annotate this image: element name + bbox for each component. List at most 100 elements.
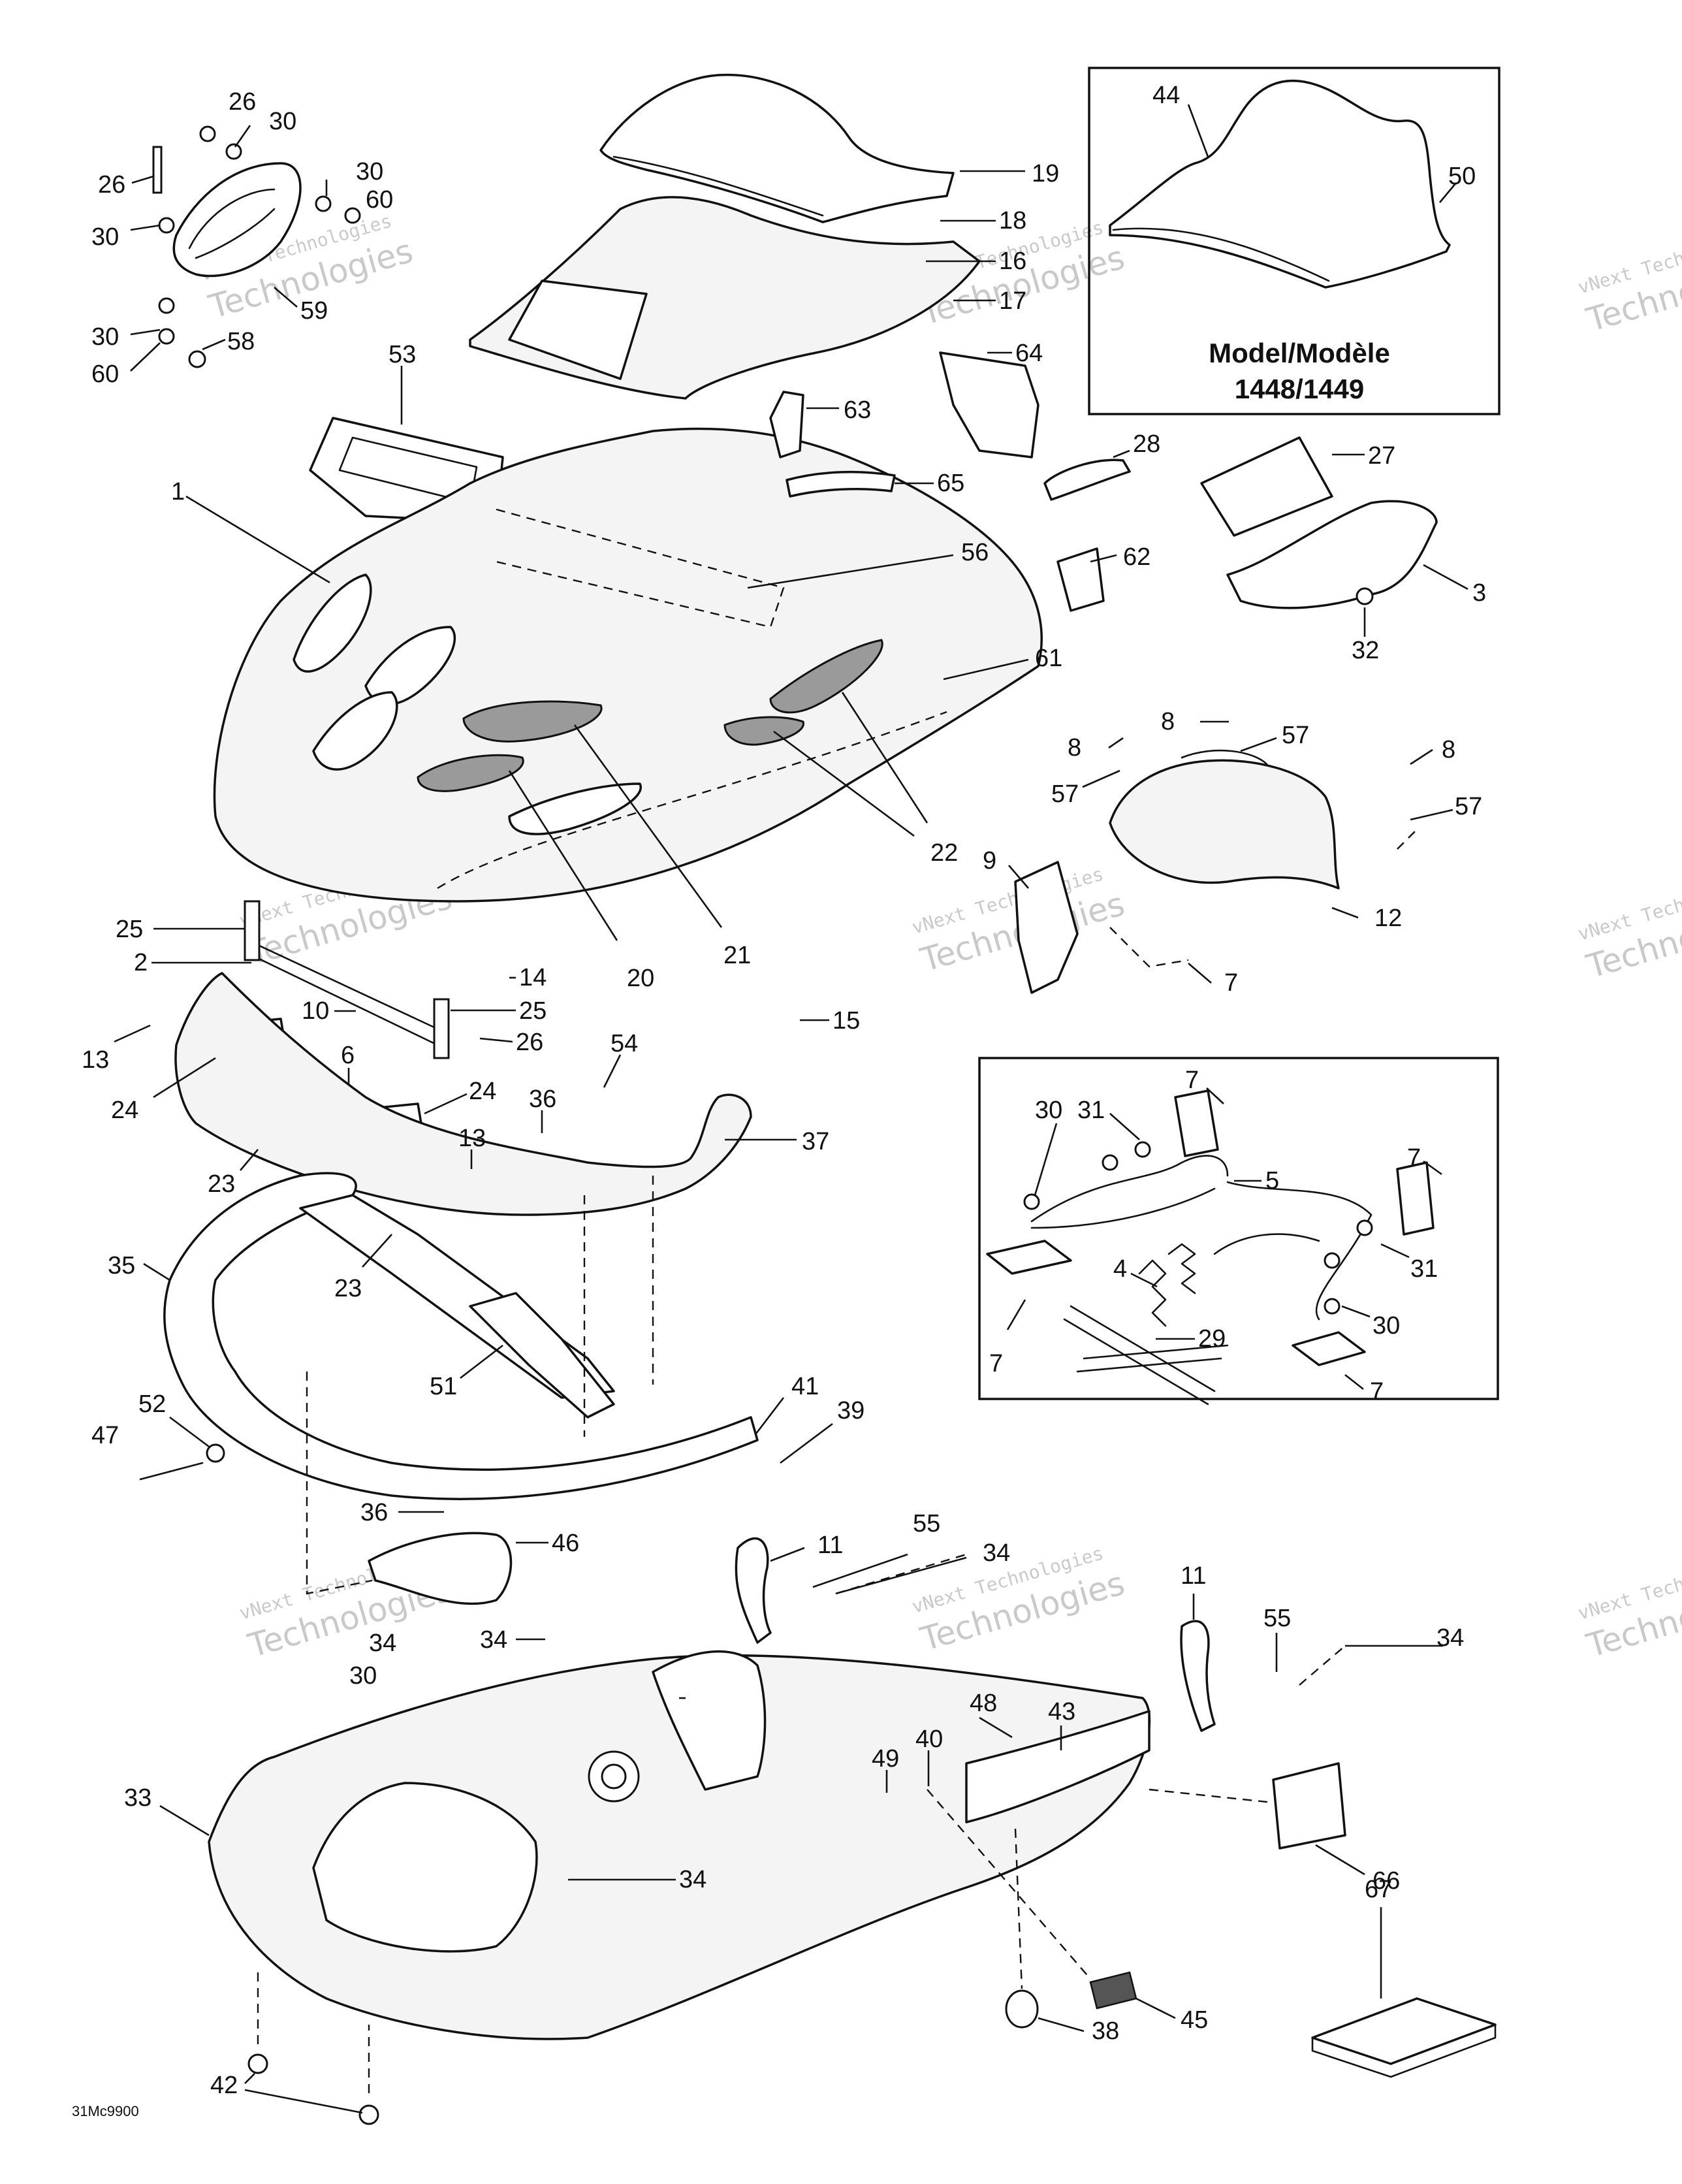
callout-64: 64 [987, 340, 1043, 367]
callout-label: 2 [134, 949, 148, 976]
hood-inner-line [437, 711, 947, 890]
console-detail [338, 436, 478, 504]
callout-label: 30 [356, 158, 383, 185]
callout-25b: 25 [451, 997, 547, 1025]
callout-label: 41 [791, 1373, 819, 1400]
vent-grille-20 [417, 754, 524, 792]
callout-label: 40 [915, 1726, 943, 1753]
callout-67: 67 [1365, 1876, 1392, 1999]
callout-label: 23 [208, 1170, 235, 1198]
callout-label: 10 [302, 997, 329, 1025]
callout-label: 1 [171, 478, 185, 506]
callout-7b: 7 [1185, 1067, 1224, 1104]
bumper-rail-39 [965, 1710, 1150, 1823]
callout-55a: 55 [812, 1510, 940, 1588]
callout-55b: 55 [1263, 1605, 1291, 1672]
callout-60a: 60 [366, 186, 393, 214]
watermarks: vNext Technologies Technologies vNext Te… [198, 210, 1682, 1665]
nut-42 [358, 2104, 379, 2125]
callout-label: 34 [369, 1630, 396, 1657]
callout-22: 22 [773, 692, 958, 867]
callout-39: 39 [780, 1397, 865, 1464]
callout-label: 43 [1048, 1698, 1075, 1726]
callout-label: 28 [1133, 430, 1160, 458]
assembly-line [927, 1789, 1091, 1980]
callout-40: 40 [915, 1726, 943, 1786]
trim-63 [769, 391, 804, 458]
callout-5: 5 [1234, 1167, 1279, 1195]
callout-13a: 13 [82, 1024, 151, 1074]
callout-label: 27 [1368, 442, 1395, 470]
decal-66 [1272, 1762, 1346, 1850]
callout-label: 31 [1410, 1255, 1438, 1283]
callout-48: 48 [970, 1690, 1013, 1739]
callout-8a: 8 [1068, 734, 1124, 762]
callout-66: 66 [1315, 1844, 1400, 1895]
callout-label: 16 [999, 248, 1026, 275]
washer [158, 217, 175, 234]
mirror-detail [188, 188, 276, 249]
callout-label: 53 [389, 341, 416, 368]
vent-grille-21 [462, 700, 603, 743]
callout-label: 57 [1455, 793, 1482, 820]
callout-16: 16 [926, 248, 1026, 275]
callout-label: 13 [82, 1046, 109, 1074]
manual-67 [1311, 1997, 1497, 2065]
callout-label: 34 [983, 1539, 1010, 1567]
callout-label: 66 [1373, 1867, 1400, 1895]
washer [225, 143, 242, 160]
frame-35 [163, 1172, 759, 1500]
cable [1213, 1233, 1320, 1255]
watermark: vNext Technologies Technologies [1576, 1549, 1682, 1665]
seat-cover-part [1109, 79, 1451, 289]
hood-vent [293, 573, 372, 673]
callout-32: 32 [1352, 607, 1379, 664]
callout-label: 51 [430, 1373, 457, 1400]
callout-label: 46 [552, 1530, 579, 1557]
callout-43: 43 [1048, 1698, 1075, 1750]
callout-label: 13 [458, 1125, 486, 1152]
callout-label: 21 [723, 942, 751, 969]
washer [1324, 1252, 1341, 1269]
washer [1324, 1298, 1341, 1315]
callout-25a: 25 [116, 916, 245, 943]
callout-2: 2 [134, 949, 251, 976]
callout-7c: 7 [1407, 1144, 1442, 1176]
callout-15: 15 [800, 1007, 860, 1035]
callout-label: 17 [999, 287, 1026, 315]
callout-18: 18 [940, 207, 1026, 234]
assembly-lines [257, 829, 1418, 2093]
callout-label: 5 [1265, 1167, 1279, 1195]
callout-56: 56 [747, 539, 989, 589]
callout-34d: 34 [1345, 1624, 1464, 1652]
callout-17: 17 [953, 287, 1026, 315]
callout-57c: 57 [1410, 793, 1482, 821]
callout-59: 59 [274, 287, 328, 325]
callout-label: 25 [519, 997, 547, 1025]
watermark: vNext Technologies Technologies [1576, 223, 1682, 339]
callout-label: 4 [1113, 1255, 1127, 1283]
assembly-line [1014, 1828, 1023, 1989]
callout-38: 38 [1038, 2017, 1119, 2045]
pad-62 [1056, 547, 1105, 612]
callout-label: 58 [227, 328, 255, 355]
screw [188, 350, 206, 368]
callout-11a: 11 [770, 1532, 843, 1562]
callout-label: 30 [1035, 1097, 1062, 1124]
spring-inset [978, 1057, 1499, 1405]
callout-label: 63 [844, 396, 871, 424]
callout-63: 63 [806, 396, 871, 424]
callout-label: 3 [1472, 579, 1486, 607]
cable [1030, 1187, 1216, 1229]
hood-inner-line [496, 508, 785, 628]
washer [1356, 1219, 1373, 1236]
washer [315, 195, 332, 212]
callout-30d: 30 [91, 323, 161, 351]
callout-30c: 30 [91, 223, 161, 251]
callout-29: 29 [1156, 1325, 1226, 1353]
callout-label: 24 [469, 1078, 496, 1105]
callout-label: 49 [872, 1745, 899, 1773]
callout-label: 34 [679, 1866, 706, 1893]
glove-box-door-27 [1200, 436, 1333, 537]
callout-3: 3 [1423, 564, 1486, 607]
